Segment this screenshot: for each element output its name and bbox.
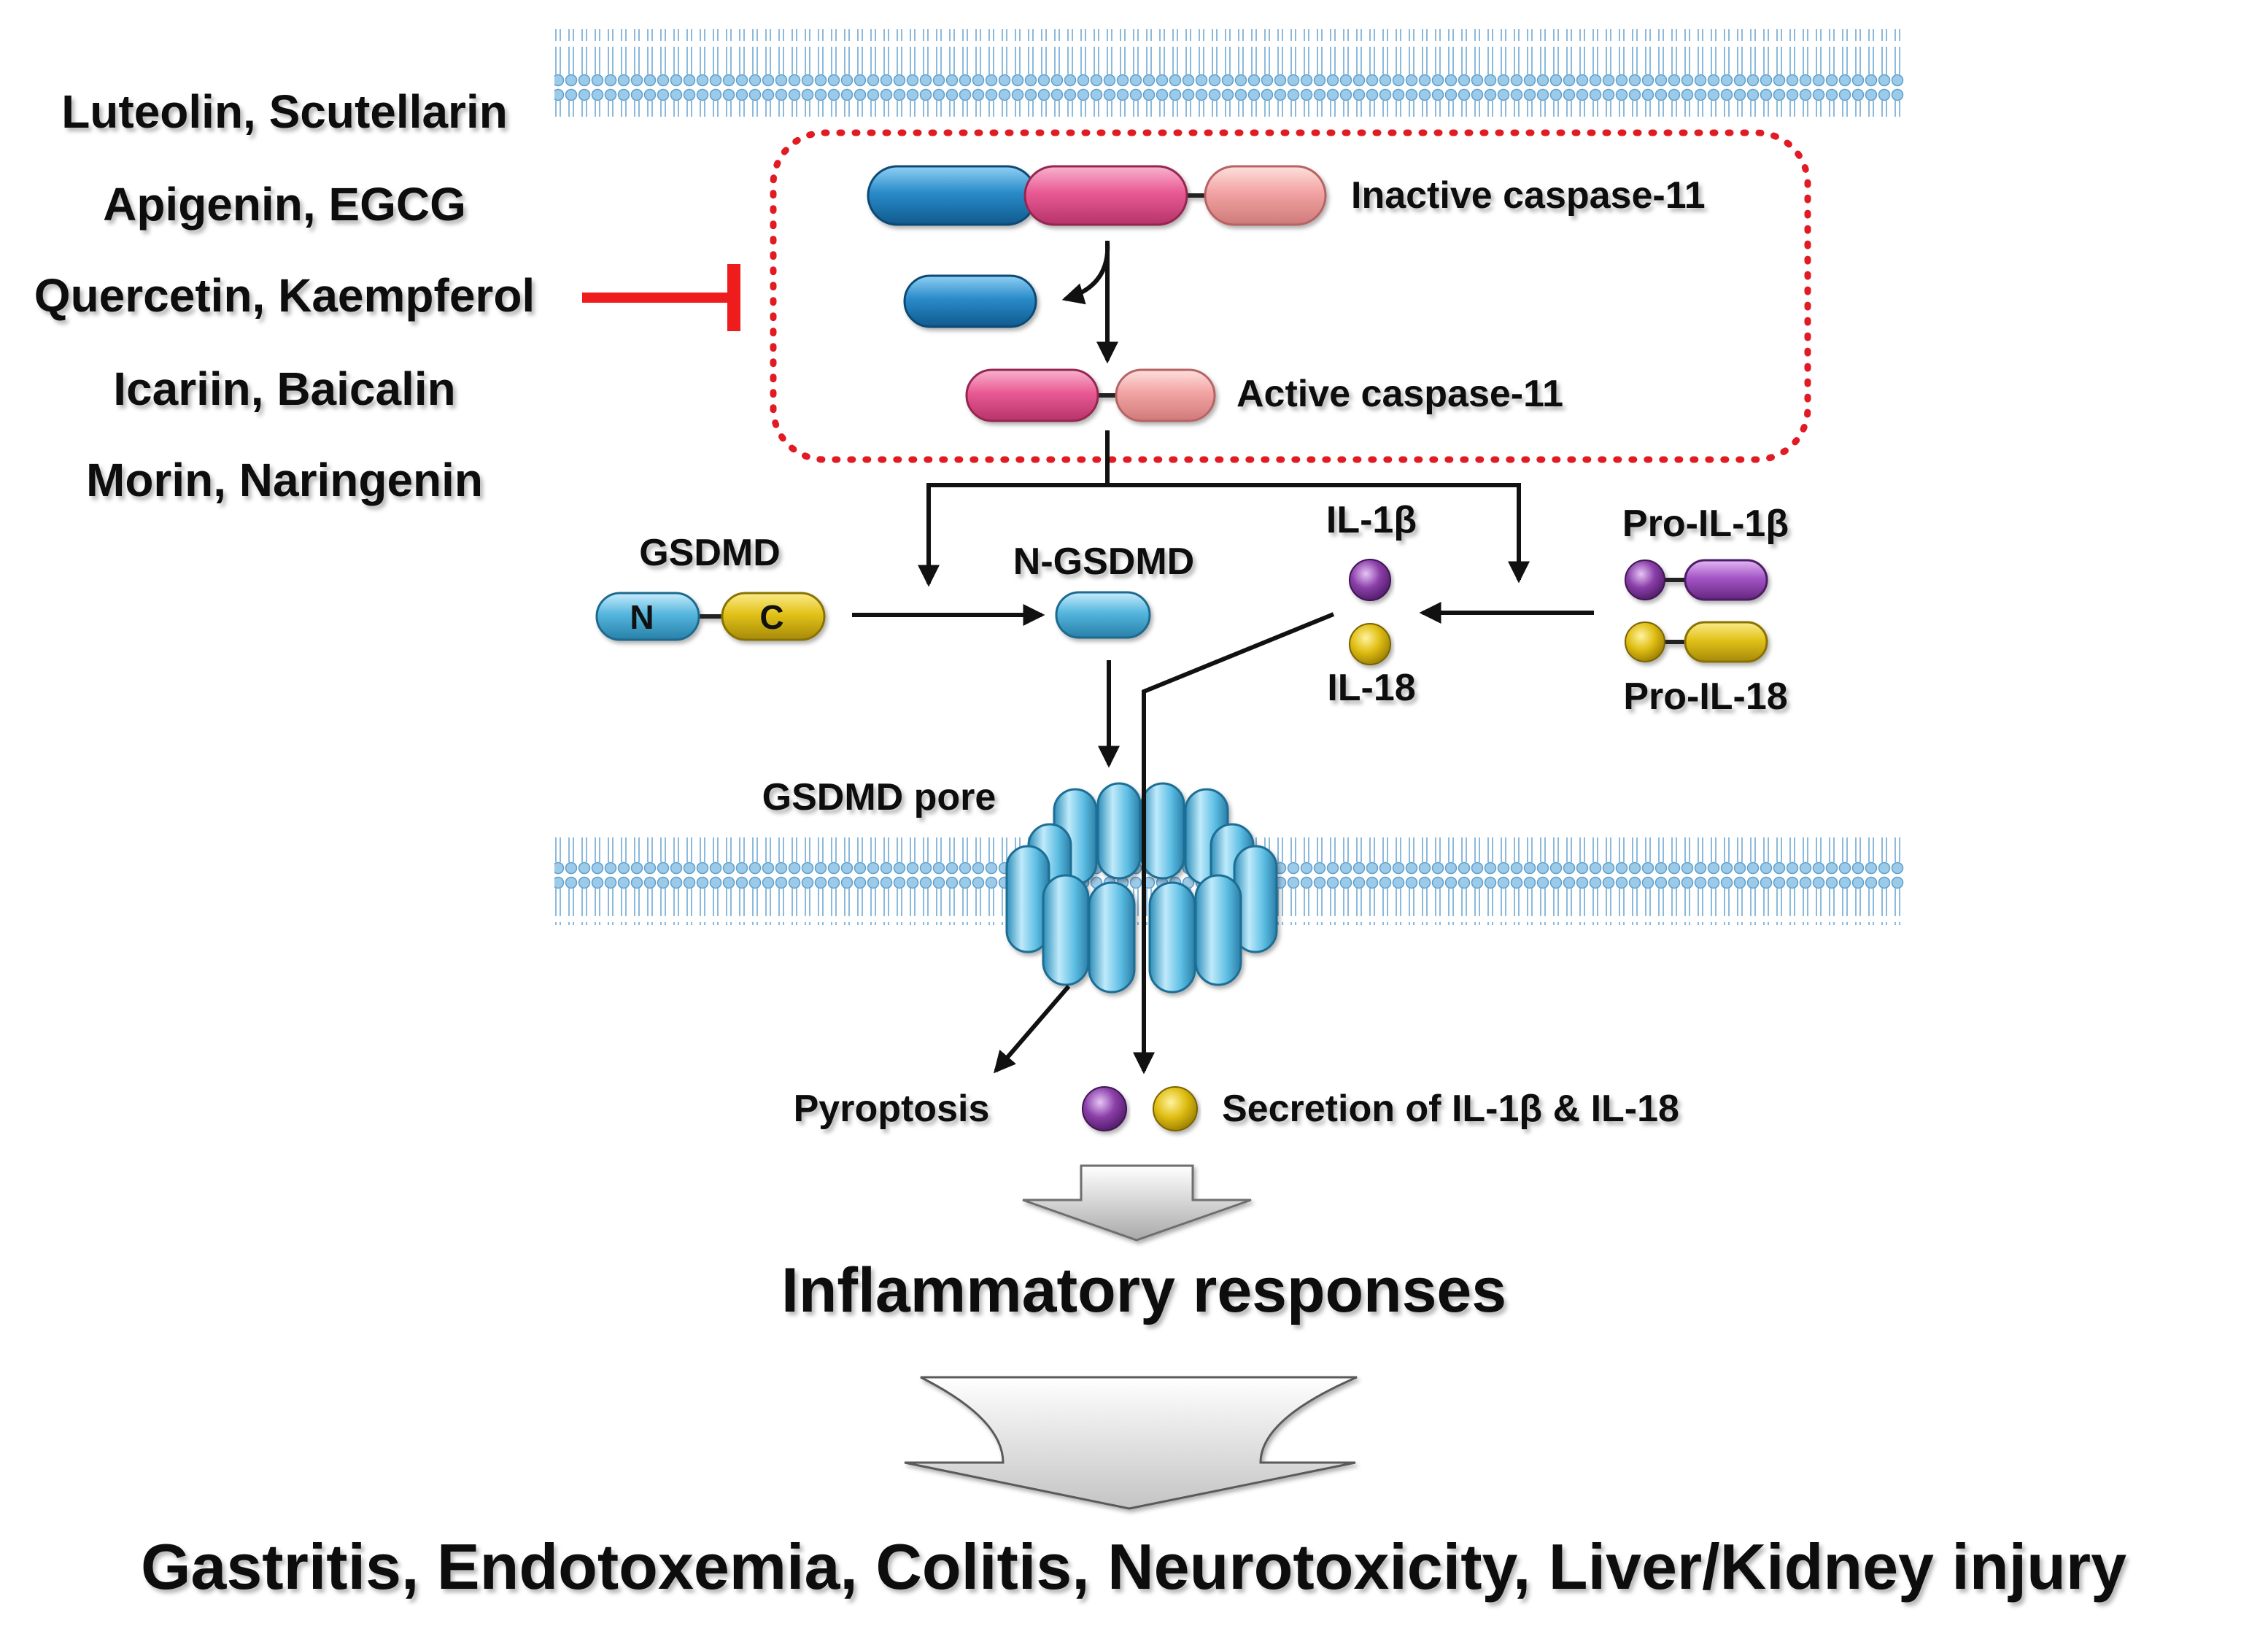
pyroptosis-label: Pyroptosis (794, 1088, 990, 1130)
pro-il1b-protein (1625, 559, 1768, 601)
il1b-label: IL-1β (1326, 499, 1417, 541)
secreted-il18-sphere (1153, 1086, 1198, 1131)
inhibitor-item: Icariin, Baicalin (113, 363, 456, 415)
inhibition-bar (582, 264, 740, 331)
n-gsdmd-label: N-GSDMD (1013, 541, 1194, 583)
active-caspase11-protein (965, 368, 1216, 422)
caspase-branch-arrows (918, 430, 1530, 587)
inhibitor-item: Morin, Naringenin (86, 454, 483, 506)
gsdmd-c-domain: C (759, 598, 783, 636)
secretion-label: Secretion of IL-1β & IL-18 (1222, 1088, 1679, 1130)
cytokine-secretion-arrow (1133, 612, 1335, 1075)
gsdmd-pore (1005, 782, 1278, 994)
inhibitor-item: Luteolin, Scutellarin (61, 85, 508, 138)
down-arrow-to-diseases (904, 1376, 1358, 1510)
pyroptosis-arrow (994, 985, 1071, 1074)
secreted-il1b-sphere (1082, 1086, 1127, 1131)
il1b-mature-sphere (1349, 559, 1391, 601)
diseases-label: Gastritis, Endotoxemia, Colitis, Neuroto… (141, 1530, 2126, 1603)
il18-label: IL-18 (1327, 667, 1415, 709)
il18-mature-sphere (1349, 623, 1391, 665)
gsdmd-protein (595, 592, 826, 641)
pro-il18-label: Pro-IL-18 (1623, 675, 1787, 718)
pro-il1b-label: Pro-IL-1β (1622, 503, 1789, 545)
pro-il18-protein (1625, 621, 1768, 663)
down-arrow-to-inflammation (1022, 1164, 1252, 1242)
gsdmd-pore-label: GSDMD pore (762, 776, 996, 818)
cleaved-prodomain (903, 274, 1037, 328)
gsdmd-n-domain: N (630, 598, 654, 636)
inhibitor-item: Quercetin, Kaempferol (34, 269, 535, 322)
inhibitor-item: Apigenin, EGCG (103, 178, 466, 231)
inflammatory-responses-label: Inflammatory responses (781, 1255, 1506, 1325)
active-caspase11-label: Active caspase-11 (1236, 373, 1563, 415)
inactive-caspase11-protein (867, 165, 1327, 226)
inhibitor-list: Luteolin, Scutellarin Apigenin, EGCG Que… (34, 85, 535, 506)
inactive-caspase11-label: Inactive caspase-11 (1351, 174, 1706, 217)
prodomain-release-arrow (1061, 241, 1110, 305)
top-cell-membrane (554, 29, 1904, 117)
n-gsdmd-protein (1055, 591, 1151, 639)
gsdmd-label: GSDMD (639, 532, 781, 574)
